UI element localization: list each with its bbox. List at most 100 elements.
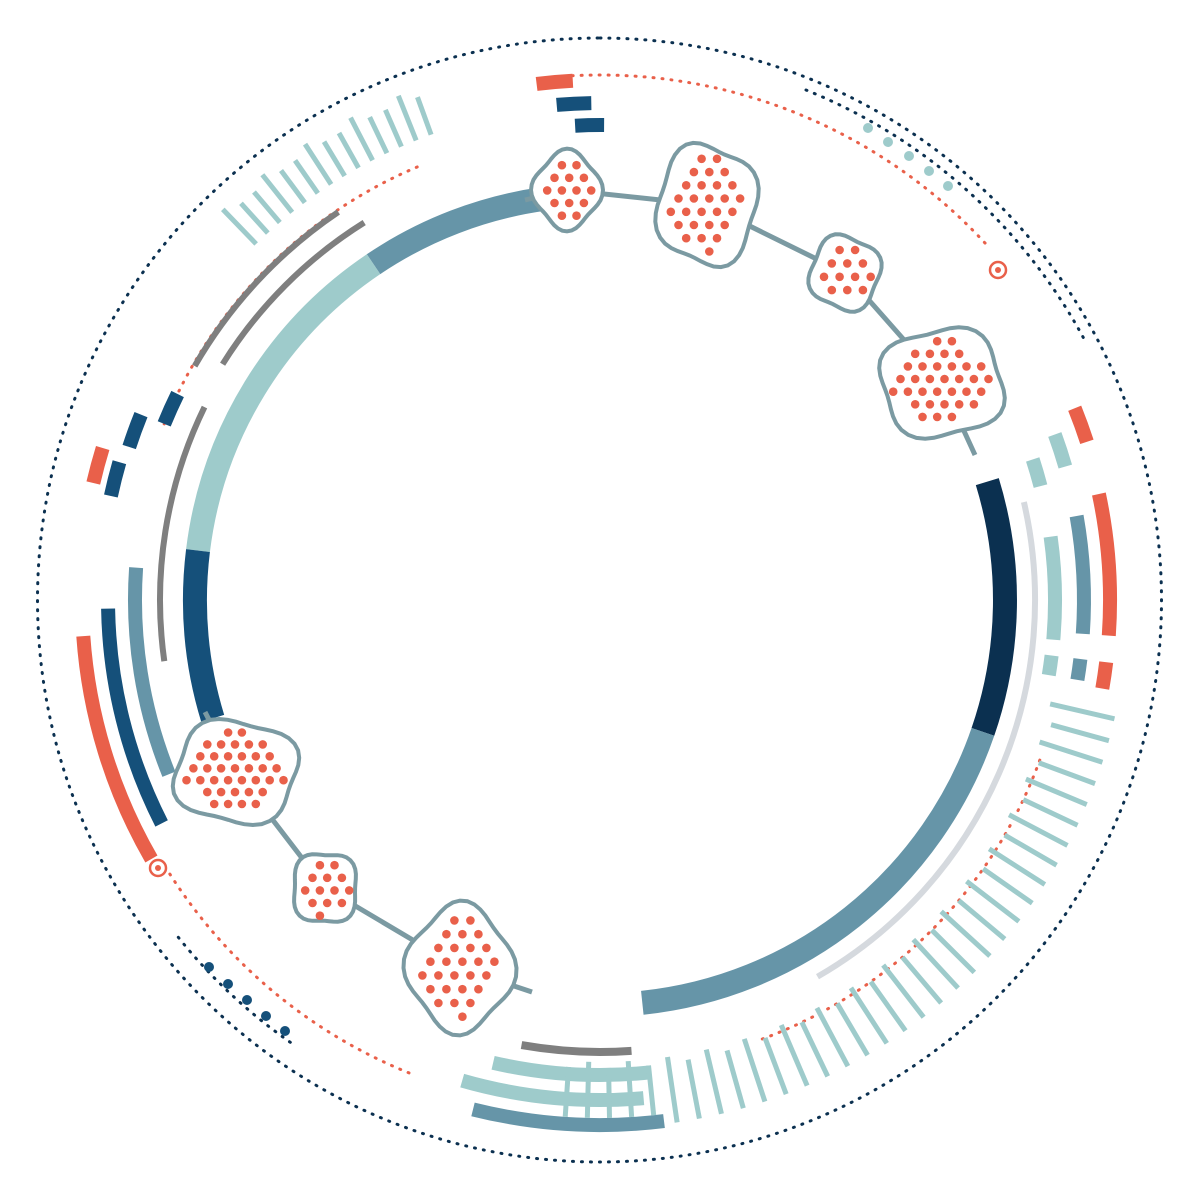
coral-dotted-arc-lower-left: [166, 868, 411, 1075]
cluster-left-1-dot: [196, 752, 205, 761]
right-tick-3: [1041, 654, 1059, 677]
cluster-left-1-dot: [279, 775, 288, 785]
cluster-left-1-dot: [237, 799, 247, 809]
cluster-right-1-dot: [910, 349, 920, 359]
cluster-bottom-1-dot: [322, 898, 332, 908]
cluster-top-1-dot: [557, 211, 567, 220]
cluster-left-1-dot: [216, 787, 226, 797]
right-tick-1: [1048, 432, 1073, 469]
cluster-top-1-outline: [528, 146, 606, 234]
hatch-lower-right-29: [646, 1065, 657, 1116]
cluster-top-1-dot: [550, 198, 559, 208]
navy-dot-1: [223, 979, 233, 989]
cluster-top-3-dot: [819, 272, 829, 282]
cluster-right-1-dot: [954, 374, 964, 384]
right-coral-arc: [1092, 492, 1118, 637]
navy-dot-3: [261, 1011, 271, 1021]
teal-dot-1: [883, 137, 893, 147]
cluster-right-1-dot: [896, 374, 905, 384]
cluster-left-1-dot: [258, 787, 268, 797]
cluster-top-2-dot: [712, 233, 722, 243]
cluster-top-1-dot: [572, 211, 581, 220]
cluster-bottom-1: [292, 852, 358, 924]
teal-dot-2: [904, 151, 914, 161]
cluster-left-1-dot: [216, 764, 226, 773]
hatch-lower-right-6: [1007, 812, 1069, 848]
cluster-left-1-dot: [251, 752, 261, 761]
cluster-right-1-dot: [954, 349, 964, 359]
cluster-top-2-dot: [674, 194, 683, 203]
cluster-left-1-dot: [182, 775, 191, 785]
hatch-lower-right-22: [778, 1023, 810, 1087]
cluster-right-1-dot: [925, 349, 935, 359]
cluster-bottom-2-dot: [450, 943, 459, 953]
left-tick-3: [86, 445, 110, 485]
bottom-steel-arc: [471, 1102, 665, 1132]
cluster-top-2-dot: [712, 154, 722, 164]
hatch-lower-right-27: [685, 1059, 702, 1120]
cluster-right-1-dot: [962, 362, 971, 371]
left-blue-arc: [101, 608, 168, 827]
cluster-bottom-2-dot: [482, 971, 491, 980]
cluster-right-1-dot: [918, 362, 927, 371]
cluster-right-1-dot: [969, 374, 979, 384]
cluster-top-2-dot: [689, 167, 699, 177]
navy-dot-2: [242, 995, 252, 1005]
outer-dotted-arc-bottom-left: [173, 931, 292, 1044]
cluster-bottom-2-dot: [442, 984, 451, 994]
gray-arc-inner: [220, 220, 366, 366]
cluster-top-2-dot: [666, 207, 676, 217]
hatch-upper-left-9: [348, 116, 375, 162]
cluster-left-1-dot: [216, 740, 226, 749]
right-tick-5: [1095, 661, 1114, 690]
cluster-left-1-dot: [230, 740, 240, 749]
hatch-upper-left-1: [239, 201, 270, 235]
cluster-right-1-dot: [918, 412, 927, 422]
coral-dotted-arc-lower-right: [758, 758, 1042, 1042]
cluster-right-1-dot: [962, 387, 971, 397]
cluster-top-3-dot: [827, 285, 837, 295]
cluster-bottom-1-dot: [315, 886, 325, 895]
cluster-bottom-2-outline: [401, 898, 519, 1038]
cluster-top-2-dot: [705, 167, 714, 177]
cluster-right-1-dot: [918, 387, 927, 397]
cluster-top-3: [806, 232, 884, 314]
hatch-upper-left-10: [367, 116, 390, 155]
cluster-top-2-outline: [653, 140, 761, 270]
cluster-left-1-dot: [251, 775, 261, 785]
left-coral-arc: [76, 635, 158, 863]
hatch-lower-right-19: [835, 1002, 870, 1057]
target-marker-0-ring: [988, 260, 1008, 280]
cluster-left-1-dot: [237, 752, 247, 761]
cluster-bottom-2-dot: [466, 916, 475, 925]
cluster-top-1: [528, 146, 606, 234]
cluster-left-1-dot: [244, 740, 254, 749]
cluster-right-1-dot: [888, 387, 898, 397]
cluster-bottom-1-dot: [330, 886, 339, 895]
cluster-left-1-dot: [203, 740, 212, 749]
cluster-top-2-dot: [705, 247, 714, 256]
hatch-lower-right-13: [930, 928, 977, 975]
cluster-left-1-dot: [209, 799, 219, 809]
cluster-top-1-dot: [542, 186, 552, 195]
cluster-bottom-2-dot: [466, 943, 475, 953]
top-tick-1: [556, 96, 592, 112]
cluster-right-1-dot: [969, 400, 979, 409]
cluster-bottom-2-dot: [450, 998, 459, 1008]
hatch-lower-right-7: [1003, 832, 1058, 868]
cluster-bottom-1-dot: [300, 886, 310, 895]
cluster-left-1-dot: [244, 764, 254, 773]
top-tick-0: [535, 73, 574, 91]
hatch-upper-left-7: [321, 140, 347, 178]
cluster-bottom-1-dot: [308, 873, 317, 883]
cluster-top-2-dot: [697, 181, 706, 190]
hatch-lower-right-4: [1024, 776, 1088, 807]
cluster-left-1-dot: [189, 764, 198, 773]
hatch-lower-right-23: [762, 1037, 789, 1095]
left-steel-arc: [127, 567, 176, 777]
coral-dotted-arc-top: [552, 73, 992, 251]
cluster-right-1-dot: [976, 362, 986, 371]
hatch-lower-right-11: [957, 898, 1007, 941]
cluster-top-2-dot: [689, 220, 699, 230]
